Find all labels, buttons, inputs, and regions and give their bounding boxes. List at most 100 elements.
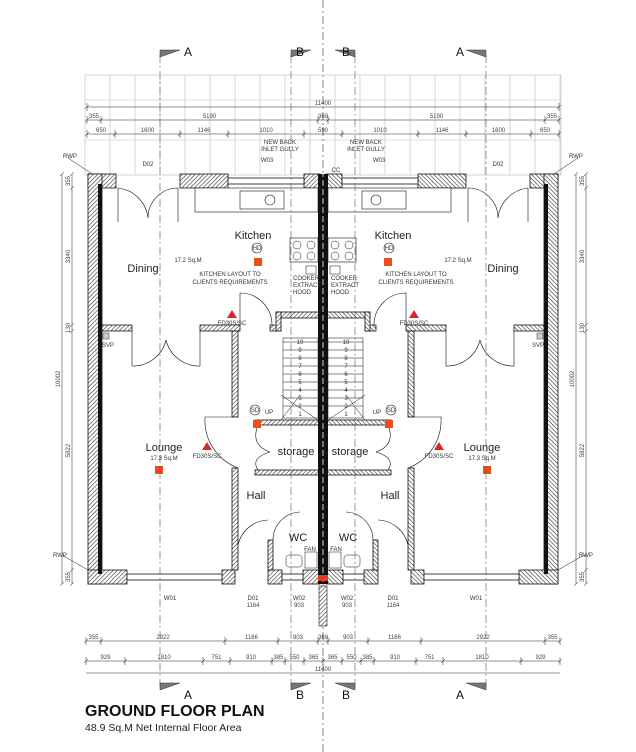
dimension-label: 910 [390, 655, 401, 661]
stair-number: 7 [344, 364, 348, 370]
rwp-label: RWP [579, 553, 593, 559]
dimension-label: 385 [362, 655, 373, 661]
cooker-note: EXTRACT [293, 283, 321, 289]
dimension-label: 365 [308, 655, 319, 661]
rwp-label: RWP [53, 553, 67, 559]
dimension-label: 910 [246, 655, 257, 661]
dimension-label: 1146 [436, 128, 450, 134]
dimension-label: 1600 [141, 128, 155, 134]
stair-number: 5 [344, 380, 348, 386]
stair-number: 1 [344, 412, 348, 418]
section-arrow [465, 682, 487, 691]
hd-label: HD [253, 246, 262, 252]
stair-number: 3 [344, 396, 348, 402]
section-arrow [290, 49, 312, 58]
section-label: B [296, 45, 304, 59]
dimension-label: 751 [211, 655, 222, 661]
dimension-label: 5822 [580, 443, 586, 457]
fire-door-label: FD30S/SC [193, 454, 222, 460]
dimension-label: 369 [318, 635, 329, 641]
room-area: 17.2 Sq.M [174, 258, 201, 264]
stair-number: 6 [298, 372, 302, 378]
dimension-label: 10002 [570, 370, 576, 387]
stair-number: 5 [298, 380, 302, 386]
internal-walls [101, 311, 321, 571]
external-walls [87, 173, 321, 585]
opening-tag-w01: W01 [164, 596, 177, 602]
drawing-title: GROUND FLOOR PLAN [85, 703, 265, 720]
opening-width: 903 [294, 603, 305, 609]
kitchen-note: CLIENTS REQUIREMENTS [192, 280, 267, 286]
section-arrow [159, 49, 181, 58]
stair-number: 10 [343, 340, 350, 346]
kitchen-note: CLIENTS REQUIREMENTS [378, 280, 453, 286]
dimension-label: 10002 [56, 370, 62, 387]
section-label: A [456, 688, 464, 702]
section-arrow [159, 682, 181, 691]
dimension-label: 11400 [315, 667, 332, 673]
dimension-label: 355 [89, 114, 100, 120]
fire-door-label: FD30S/SC [400, 321, 429, 327]
stair-number: 2 [344, 404, 348, 410]
room-label-kitchen: Kitchen [235, 230, 272, 242]
room-label-lounge: Lounge [146, 442, 183, 454]
rwp-label: RWP [569, 154, 583, 160]
stair-up-label: UP [265, 410, 273, 416]
opening-tag-d01: D01 [387, 596, 399, 602]
cooker-note: HOOD [331, 290, 350, 296]
dimension-label: 130 [580, 322, 586, 333]
opening-width: 1164 [387, 603, 401, 609]
dimension-label: 550 [346, 655, 357, 661]
sd-label: SD [387, 408, 396, 414]
section-label: B [342, 688, 350, 702]
room-label-hall: Hall [247, 490, 266, 502]
opening-tag-d01: D01 [247, 596, 259, 602]
dimension-label: 903 [343, 635, 354, 641]
opening-tag-w01: W01 [470, 596, 483, 602]
room-label-dining: Dining [127, 263, 158, 275]
room-label-wc: WC [289, 532, 307, 544]
dimension-label: 5190 [430, 114, 444, 120]
hob [289, 237, 319, 263]
fire-door-label: FD30S/SC [218, 321, 247, 327]
stair-number: 8 [298, 356, 302, 362]
gully-note: INLET GULLY [347, 147, 385, 153]
dimension-label: 355 [547, 114, 558, 120]
dwelling-left [61, 55, 321, 690]
dimension-label: 385 [273, 655, 284, 661]
section-arrow [290, 682, 312, 691]
dimension-label: 5190 [203, 114, 217, 120]
dimension-label: 1166 [245, 635, 259, 641]
dimension-label: 1146 [198, 128, 212, 134]
fitting-marker [254, 258, 262, 266]
fitting-marker [253, 420, 261, 428]
stair-up-label: UP [373, 410, 381, 416]
sd-label: SD [251, 408, 260, 414]
dimension-label: 355 [580, 175, 586, 186]
dimension-label: 1166 [388, 635, 402, 641]
gully-note: NEW BACK [264, 140, 296, 146]
stair-number: 2 [298, 404, 302, 410]
fire-door-label: FD30S/SC [425, 454, 454, 460]
dimension-label: 5822 [66, 443, 72, 457]
opening-tag-w02: W02 [293, 596, 306, 602]
hd-label: HD [385, 246, 394, 252]
dimension-label: 130 [66, 322, 72, 333]
opening-width: 903 [342, 603, 353, 609]
cooker-note: HOOD [293, 290, 312, 296]
svp-label: SVP [102, 343, 114, 349]
fitting-marker [155, 466, 163, 474]
dimension-label: 590 [318, 128, 329, 134]
dimension-label: 2922 [156, 635, 170, 641]
fan-label: FAN [330, 547, 342, 553]
room-area: 17.3 Sq.M [150, 456, 177, 462]
stair-number: 7 [298, 364, 302, 370]
stair-number: 9 [344, 348, 348, 354]
room-label-dining: Dining [487, 263, 518, 275]
dimension-label: 3340 [66, 249, 72, 263]
opening-tag-w03: W03 [373, 158, 386, 164]
dimension-label: 1810 [475, 655, 489, 661]
dimension-label: 365 [327, 655, 338, 661]
room-label-kitchen: Kitchen [375, 230, 412, 242]
